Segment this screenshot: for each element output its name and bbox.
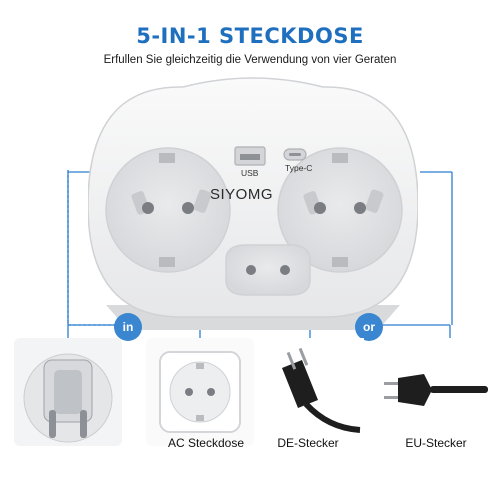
brand-logo: SIYOMG: [210, 186, 274, 203]
caption-ac-socket: AC Steckdose: [167, 436, 245, 450]
caption-eu-plug: EU-Stecker: [405, 436, 467, 450]
plug-into-socket-image: [14, 338, 122, 446]
left-outlet: [105, 147, 231, 273]
caption-de-plug: DE-Stecker: [277, 436, 339, 450]
page-subtitle: Erfullen Sie gleichzeitig die Verwendung…: [103, 54, 397, 66]
de-plug-image: [256, 338, 364, 446]
eu-plug-image: [384, 338, 492, 446]
ac-socket-image: [146, 338, 254, 446]
page-title: 5-IN-1 STECKDOSE: [136, 24, 364, 48]
badge-or: or: [355, 313, 383, 341]
usb-label: USB: [241, 168, 259, 178]
center-eu-outlet: [225, 244, 311, 296]
adapter-illustration: [88, 77, 418, 330]
typec-label: Type-C: [285, 163, 313, 173]
badge-in: in: [114, 313, 142, 341]
right-outlet: [277, 147, 403, 273]
